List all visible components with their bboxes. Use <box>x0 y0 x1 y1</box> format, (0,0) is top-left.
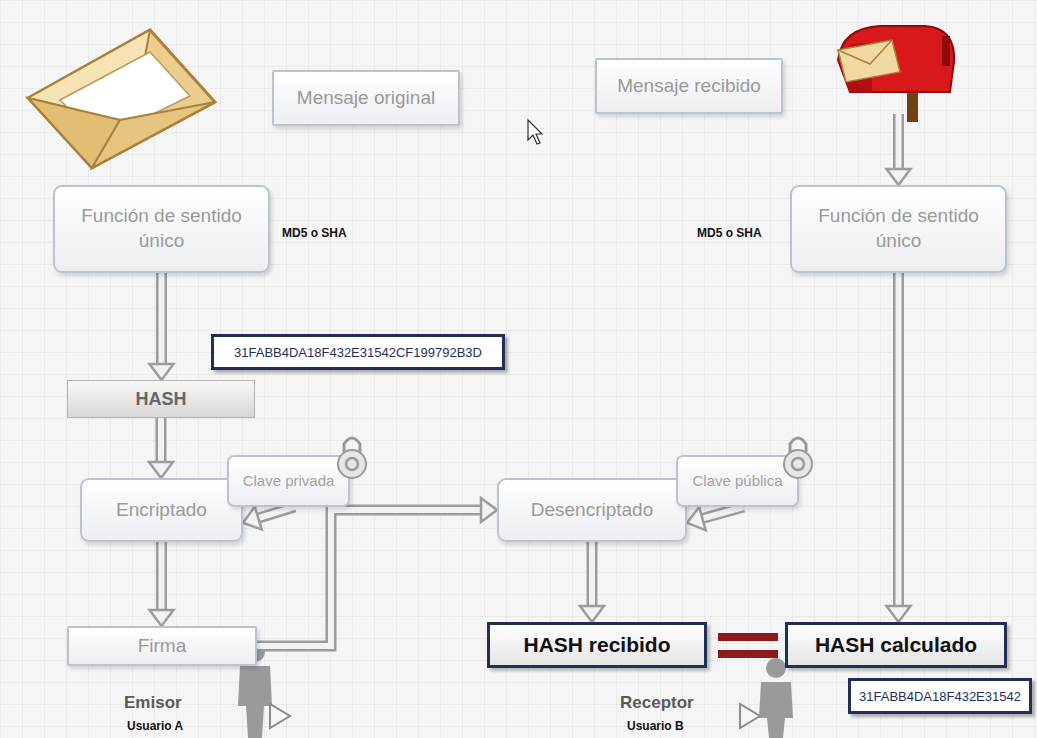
process-box: Encriptado <box>80 478 243 542</box>
flow-arrow <box>257 498 497 646</box>
node-text: Desencriptado <box>531 498 654 523</box>
actor-label: Receptor <box>620 693 694 713</box>
flow-arrow <box>580 542 604 622</box>
flow-arrow <box>150 542 174 626</box>
hash-value-box: 31FABB4DA18F432E31542CF199792B3D <box>211 334 505 370</box>
actor-label: Usuario B <box>627 719 684 733</box>
node-text: Encriptado <box>116 498 207 523</box>
key-box: Clave privada <box>227 455 350 507</box>
hash-result-box: HASH calculado <box>785 622 1007 668</box>
flow-arrow <box>887 273 911 622</box>
hash-result-box: HASH recibido <box>487 622 707 668</box>
process-box: Función de sentido único <box>53 185 270 273</box>
flow-arrow <box>887 114 911 185</box>
node-text: Mensaje original <box>297 87 435 109</box>
node-text: Mensaje recibido <box>617 75 761 97</box>
node-text: Clave privada <box>243 472 335 490</box>
node-text: Función de sentido único <box>802 204 995 253</box>
message-box: Mensaje original <box>272 70 460 126</box>
person-icon <box>759 658 793 738</box>
node-text: 31FABB4DA18F432E31542CF199792B3D <box>234 345 482 360</box>
node-text: 31FABB4DA18F432E31542 <box>859 689 1021 704</box>
flow-arrow <box>150 273 174 380</box>
node-text: HASH calculado <box>815 633 977 657</box>
hash-bar: HASH <box>67 380 255 418</box>
flow-arrow <box>149 418 173 478</box>
play-icon <box>740 704 760 728</box>
algorithm-label: MD5 o SHA <box>282 226 347 240</box>
lock-icon <box>338 438 366 478</box>
envelope-icon <box>28 30 215 168</box>
signature-box: Firma <box>67 626 257 666</box>
actor-label: Usuario A <box>127 719 183 733</box>
key-box: Clave pública <box>676 455 799 507</box>
flow-arrow <box>243 507 295 530</box>
equals-sign <box>718 633 778 658</box>
node-text: HASH <box>135 389 186 410</box>
flow-arrow <box>687 507 744 530</box>
process-box: Función de sentido único <box>790 185 1007 273</box>
lock-icon <box>784 438 812 478</box>
hash-value-box: 31FABB4DA18F432E31542 <box>848 678 1032 714</box>
mouse-cursor <box>528 120 542 144</box>
message-box: Mensaje recibido <box>595 58 783 114</box>
node-text: Firma <box>138 635 187 657</box>
process-box: Desencriptado <box>497 478 687 542</box>
node-text: Función de sentido único <box>65 204 258 253</box>
node-text: Clave pública <box>692 472 782 490</box>
node-text: HASH recibido <box>523 633 670 657</box>
algorithm-label: MD5 o SHA <box>697 226 762 240</box>
play-icon <box>270 704 290 728</box>
mailbox-icon <box>838 26 954 122</box>
actor-label: Emisor <box>124 693 182 713</box>
